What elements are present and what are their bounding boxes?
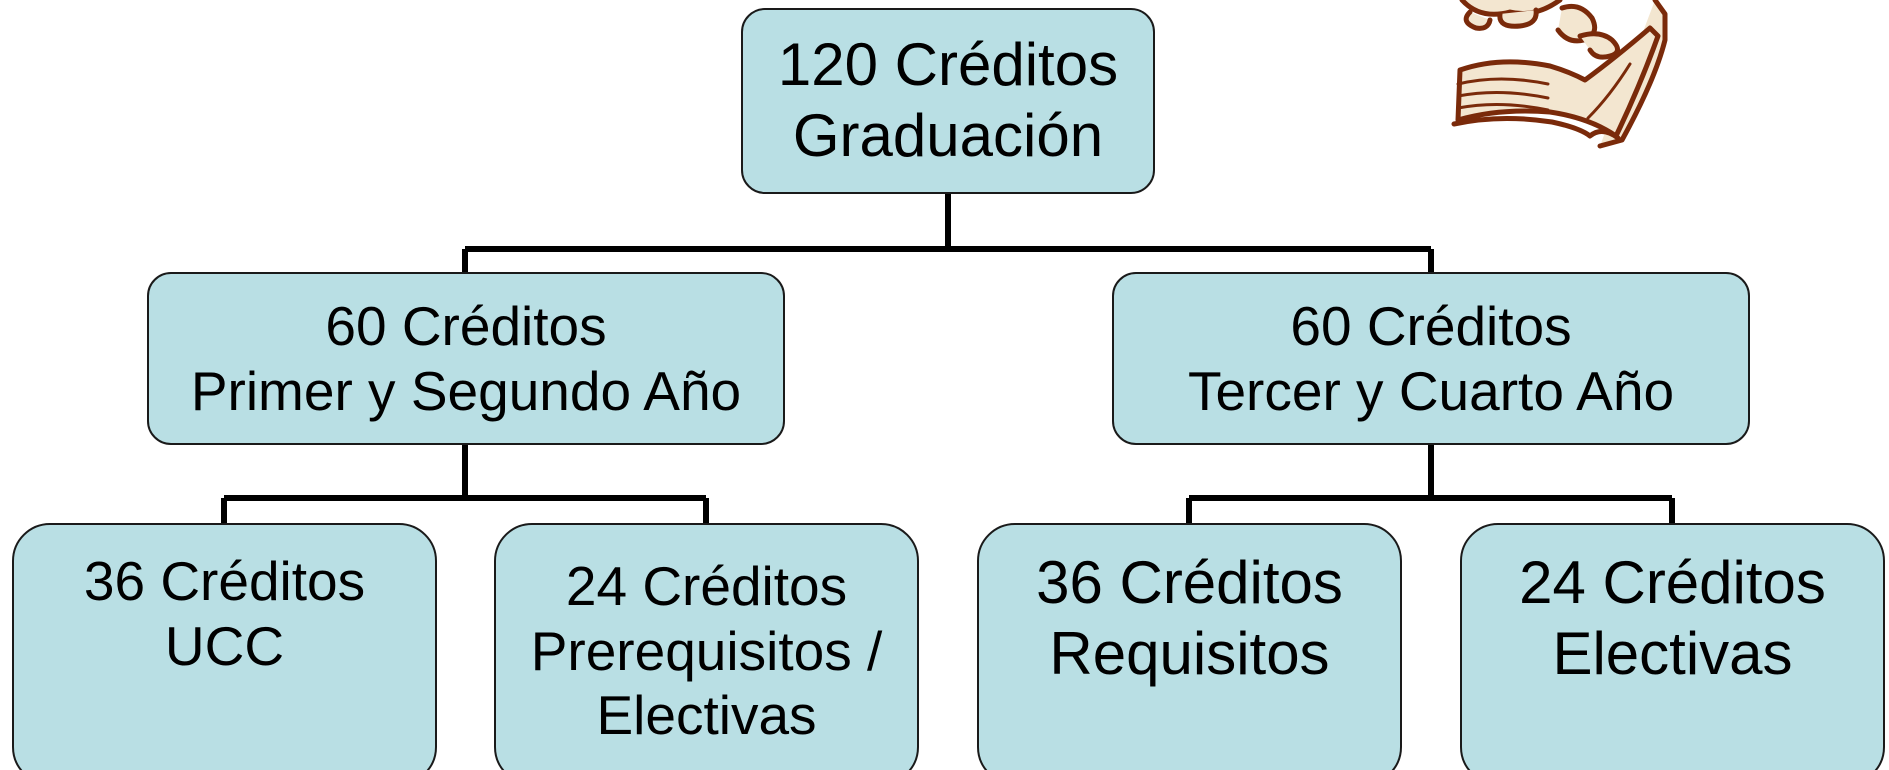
node-graduacion-credits: 120 Créditos [777,31,1119,99]
node-graduacion: 120 Créditos Graduación [741,8,1155,194]
node-prereq-credits: 24 Créditos [565,554,848,617]
node-prereq-label-2: Electivas [596,684,817,747]
node-electivas: 24 Créditos Electivas [1460,523,1885,770]
node-tercer-cuarto-label: Tercer y Cuarto Año [1187,359,1675,422]
node-requisitos-label: Requisitos [1049,620,1330,687]
node-ucc: 36 Créditos UCC [12,523,437,770]
node-electivas-credits: 24 Créditos [1519,549,1826,617]
node-tercer-cuarto-ano: 60 Créditos Tercer y Cuarto Año [1112,272,1750,445]
node-primer-segundo-label: Primer y Segundo Año [190,359,742,422]
node-graduacion-label: Graduación [792,102,1104,169]
reading-book-icon [1451,0,1668,149]
node-prerequisitos-electivas: 24 Créditos Prerequisitos / Electivas [494,523,919,770]
node-tercer-cuarto-credits: 60 Créditos [1290,294,1572,357]
node-requisitos: 36 Créditos Requisitos [977,523,1402,770]
node-requisitos-credits: 36 Créditos [1036,549,1343,617]
node-ucc-label: UCC [164,615,285,677]
node-primer-segundo-ano: 60 Créditos Primer y Segundo Año [147,272,785,445]
node-electivas-label: Electivas [1552,620,1793,687]
node-ucc-credits: 36 Créditos [83,550,366,613]
node-primer-segundo-credits: 60 Créditos [325,294,607,357]
node-prereq-label: Prerequisitos / [530,619,883,682]
